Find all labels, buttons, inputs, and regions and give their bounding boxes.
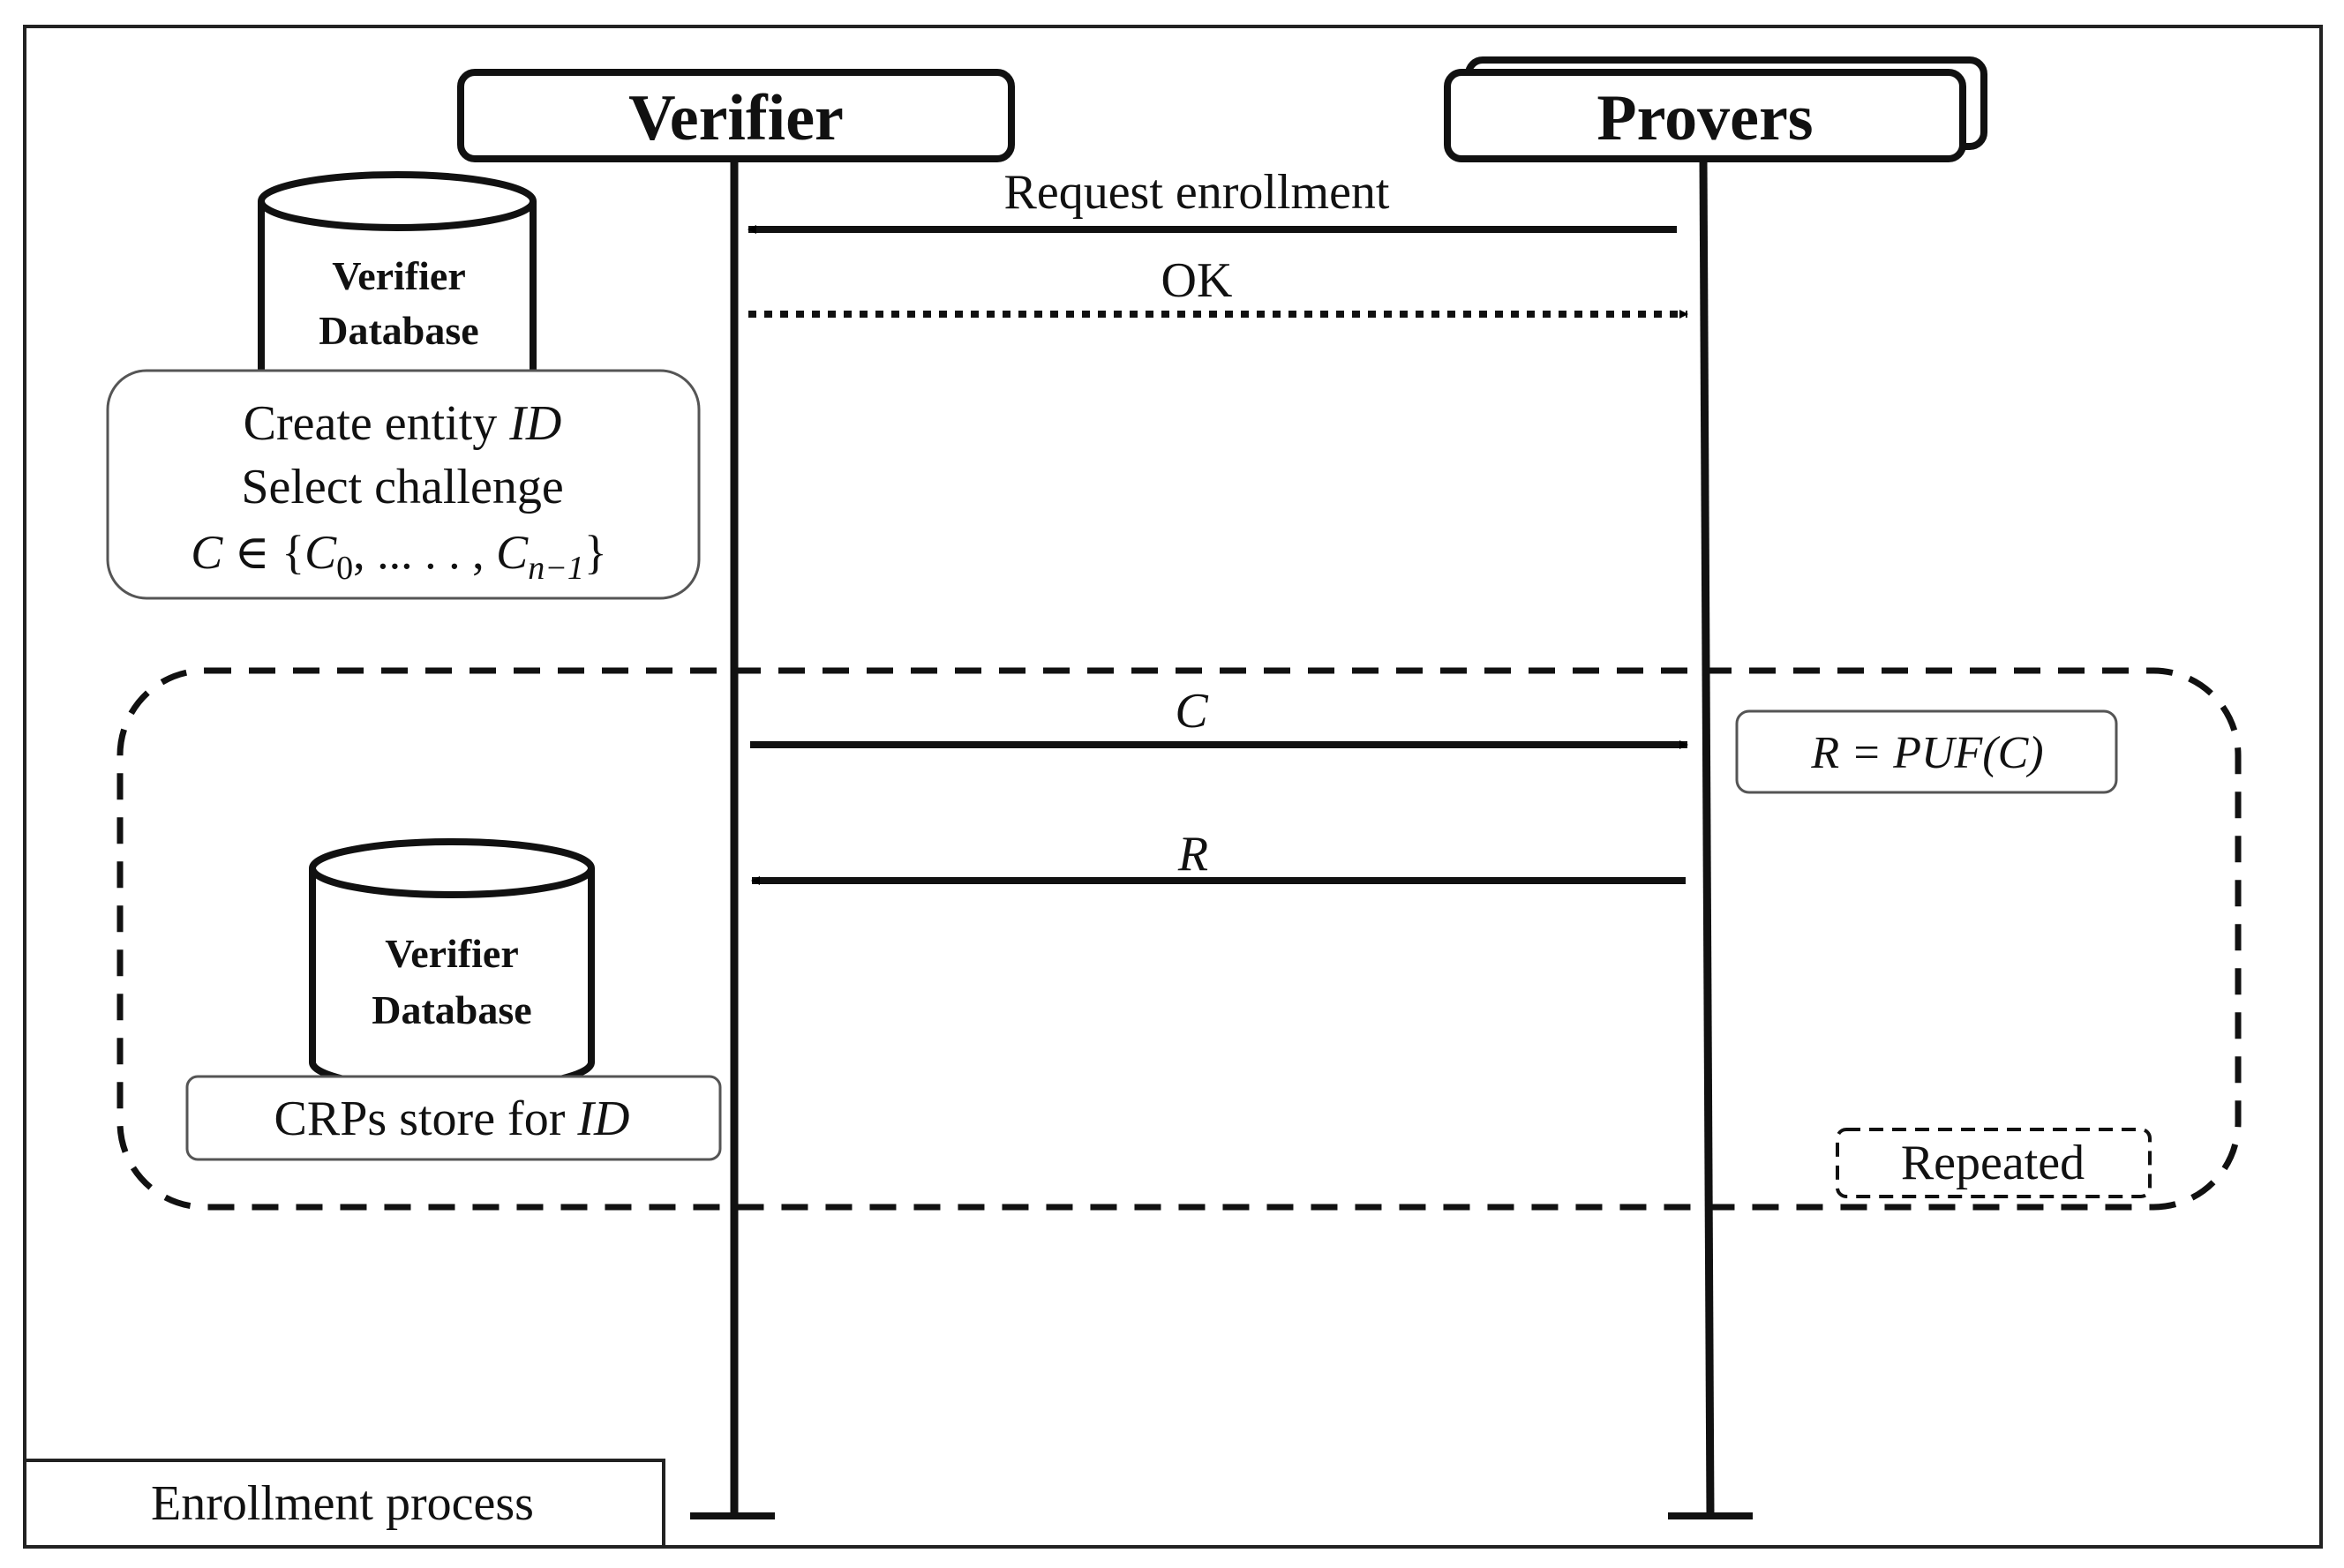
frame-label: Enrollment process	[151, 1476, 534, 1531]
challenge-set-subn: n−1	[528, 550, 584, 587]
crp-store-note: CRPs store for ID	[185, 1075, 722, 1161]
database-label-line1: Verifier	[385, 931, 519, 976]
verifier-actor-label: Verifier	[628, 82, 844, 154]
svg-text:Create entity ID: Create entity ID	[244, 396, 562, 451]
puf-note: R = PUF(C)	[1735, 709, 2118, 794]
response-label: R	[1177, 827, 1208, 882]
ok-label: OK	[1161, 253, 1233, 308]
challenge-label: C	[1175, 684, 1208, 739]
challenge-set-ellipsis: , ... . . ,	[353, 526, 496, 579]
repeated-label-box: Repeated	[1836, 1128, 2152, 1198]
repeated-loop-region	[116, 667, 2242, 1211]
verifier-database-top: Verifier Database	[258, 171, 537, 413]
create-entity-id: ID	[508, 396, 561, 451]
database-label-line2: Database	[319, 308, 478, 353]
svg-text:CRPs store for ID: CRPs store for ID	[274, 1092, 630, 1146]
provers-actor-label: Provers	[1596, 82, 1813, 154]
challenge-set-c: C	[191, 526, 223, 579]
challenge-set-c0: C	[304, 526, 337, 579]
challenge-set-sub0: 0	[336, 550, 353, 587]
challenge-set-cn: C	[496, 526, 529, 579]
database-label-line1: Verifier	[332, 253, 466, 298]
create-entity-note: Create entity ID Select challenge C ∈ {C…	[106, 369, 701, 600]
frame-label-box: Enrollment process	[23, 1459, 665, 1549]
outer-frame	[23, 25, 2323, 1549]
select-challenge-text: Select challenge	[241, 460, 563, 514]
provers-actor: Provers	[1444, 56, 1987, 162]
database-label-line2: Database	[372, 987, 531, 1032]
verifier-database-bottom: Verifier Database	[309, 838, 595, 1092]
crp-store-text: CRPs store for	[274, 1092, 578, 1146]
repeated-label: Repeated	[1901, 1136, 2085, 1190]
request-enrollment-label: Request enrollment	[1003, 165, 1389, 220]
puf-text: R = PUF(C)	[1810, 728, 2043, 778]
provers-lifeline	[1699, 158, 1715, 1517]
challenge-set-close: }	[584, 526, 607, 579]
verifier-actor: Verifier	[457, 69, 1015, 162]
challenge-set-element-of: ∈ {	[222, 526, 304, 579]
create-entity-text: Create entity	[244, 396, 510, 451]
crp-store-id: ID	[576, 1092, 629, 1146]
svg-text:C ∈ {C0, ... . . , Cn−1}: C ∈ {C0, ... . . , Cn−1}	[191, 526, 607, 587]
